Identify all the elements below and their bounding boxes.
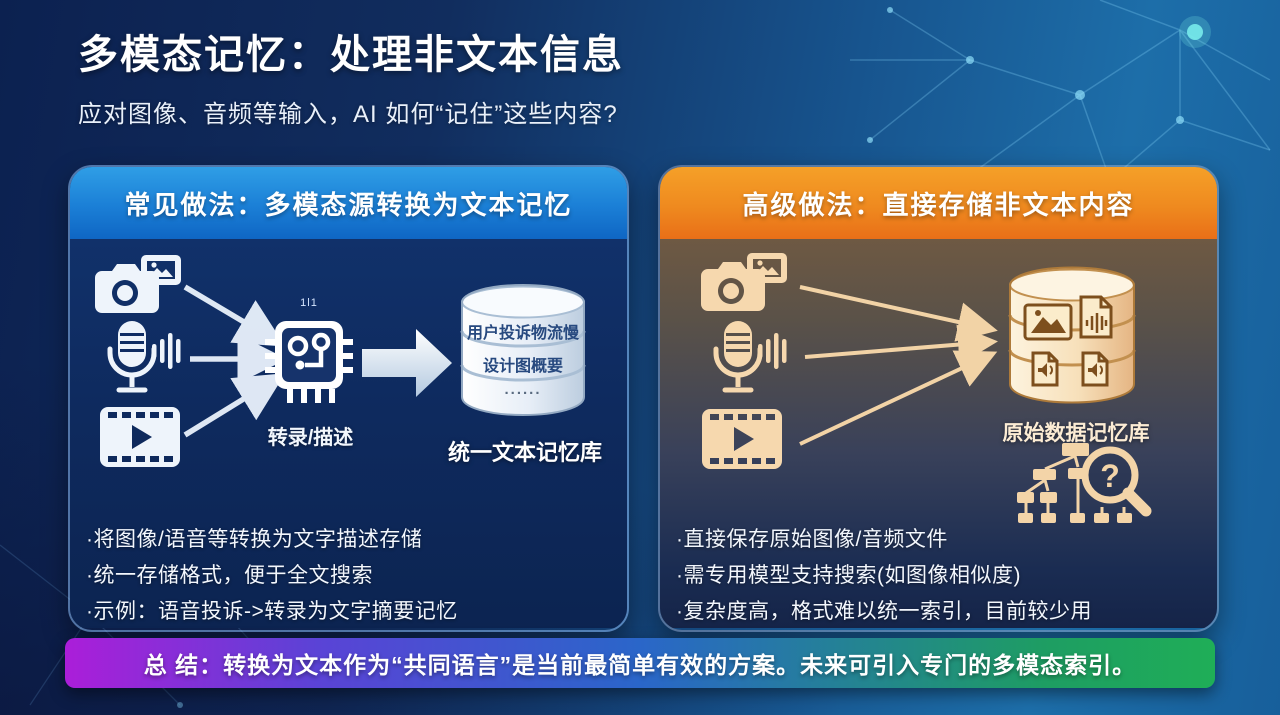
right-panel-header: 高级做法：直接存储非文本内容 [660,167,1217,239]
db-row-text: 设计图概要 [482,358,563,375]
left-panel-header: 常见做法：多模态源转换为文本记忆 [70,167,627,239]
left-db-caption: 统一文本记忆库 [447,440,602,465]
chip-binary-label: 1l1 [300,297,318,309]
left-diagram: 1l1 转录/描述 [70,239,627,511]
left-panel: 常见做法：多模态源转换为文本记忆 [68,165,629,632]
file-image-icon [1023,303,1073,341]
db-row-text: ...... [504,381,542,398]
file-audio-icon [1079,295,1113,339]
db-row-text: 用户投诉物流慢 [466,325,579,342]
bullet-item: ·将图像/语音等转换为文字描述存储 [86,528,423,551]
left-panel-header-label: 常见做法：多模态源转换为文本记忆 [124,189,573,220]
right-panel-header-label: 高级做法：直接存储非文本内容 [742,189,1135,220]
database-icon [460,283,586,417]
right-diagram: 原始数据记忆库 [660,239,1217,523]
bullet-item: ·示例：语音投诉->转录为文字摘要记忆 [86,600,458,623]
camera-icon [95,255,181,313]
microphone-icon [107,321,181,393]
chip-caption: 转录/描述 [267,427,354,449]
bullet-item: ·需专用模型支持搜索(如图像相似度) [676,564,1021,587]
file-speaker-icon [1081,351,1109,387]
flow-arrows-icon [183,284,287,438]
bullet-item: ·复杂度高，格式难以统一索引，目前较少用 [676,600,1092,623]
microphone-icon [713,321,787,393]
slide-subtitle: 应对图像、音频等输入，AI 如何“记住”这些内容? [78,101,618,128]
right-panel: 高级做法：直接存储非文本内容 [658,165,1219,632]
svg-text:?: ? [1100,458,1120,494]
summary-text: 总 结：转换为文本作为“共同语言”是当前最简单有效的方案。未来可引入专门的多模态… [143,652,1137,678]
summary-banner: 总 结：转换为文本作为“共同语言”是当前最简单有效的方案。未来可引入专门的多模态… [65,638,1215,688]
flow-arrows-icon [799,285,998,446]
page-title: 多模态记忆：处理非文本信息 [78,33,624,77]
video-icon [702,409,782,469]
camera-icon [701,253,787,311]
left-bullet-list: ·将图像/语音等转换为文字描述存储 ·统一存储格式，便于全文搜索 ·示例：语音投… [70,515,627,630]
chip-icon [265,321,353,403]
right-bullet-list: ·直接保存原始图像/音频文件 ·需专用模型支持搜索(如图像相似度) ·复杂度高，… [660,515,1217,630]
bullet-item: ·直接保存原始图像/音频文件 [676,528,948,551]
database-icon [1008,266,1136,404]
video-icon [100,407,180,467]
right-db-caption: 原始数据记忆库 [1002,422,1150,445]
bullet-item: ·统一存储格式，便于全文搜索 [86,564,373,587]
file-speaker-icon [1031,351,1059,387]
tree-search-icon: ? [1017,443,1152,523]
block-arrow-icon [362,329,452,397]
